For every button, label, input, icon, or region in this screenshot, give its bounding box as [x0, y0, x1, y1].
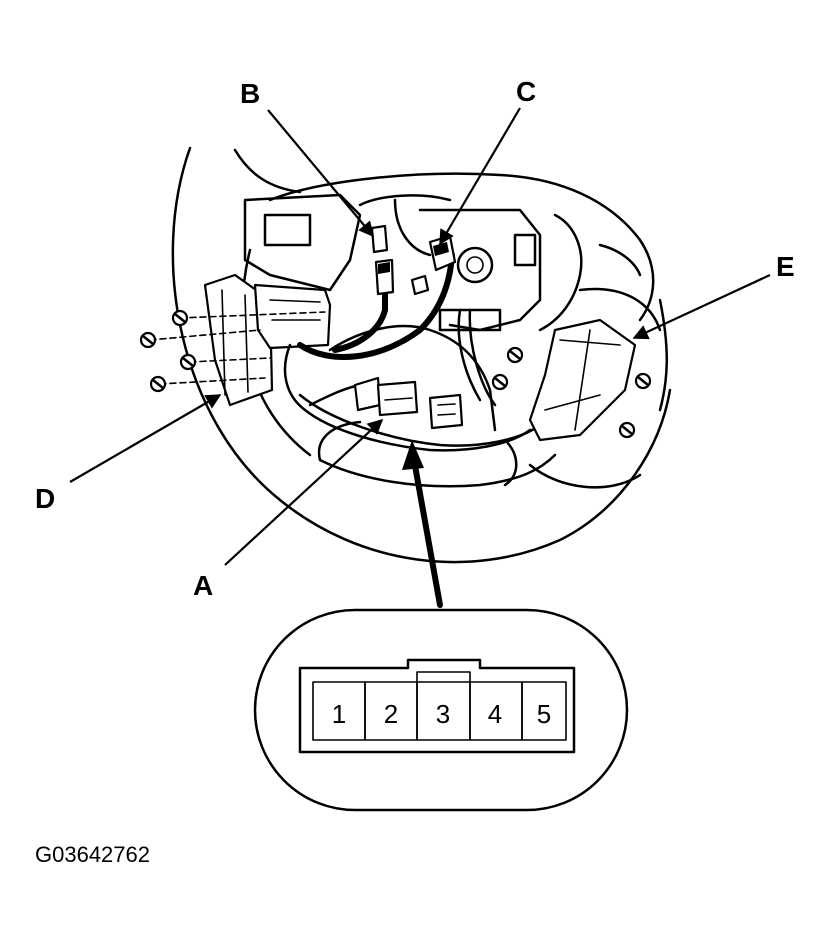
callout-c: C — [516, 76, 536, 107]
connector-a — [353, 376, 419, 417]
screw-icon — [491, 373, 509, 391]
left-switch-assembly — [149, 273, 332, 407]
screw-icon — [618, 421, 636, 439]
callout-b: B — [240, 78, 260, 109]
pin-2-label: 2 — [384, 699, 398, 729]
screw-icon — [506, 346, 524, 364]
leader-lines — [69, 107, 771, 608]
connector-right — [428, 393, 464, 430]
pin-1-label: 1 — [332, 699, 346, 729]
callout-e: E — [776, 251, 795, 282]
pin-4-label: 4 — [488, 699, 502, 729]
right-switch-assembly — [528, 318, 637, 442]
connector-b — [370, 224, 395, 296]
callout-a: A — [193, 570, 213, 601]
screw-icon — [149, 375, 167, 393]
pin-5-label: 5 — [537, 699, 551, 729]
screw-icon — [634, 372, 652, 390]
pin-3-label: 3 — [436, 699, 450, 729]
screw-icon — [171, 309, 189, 327]
figure-code: G03642762 — [35, 842, 150, 867]
steering-hub-housing — [243, 172, 662, 488]
wiring-harness — [283, 252, 532, 452]
connector-face-inset: 1 2 3 4 5 — [253, 608, 629, 812]
screw-icon — [179, 353, 197, 371]
callout-d: D — [35, 483, 55, 514]
steering-wheel-rim — [171, 146, 672, 564]
right-screws — [491, 346, 652, 439]
left-screws — [139, 309, 197, 393]
screw-icon — [139, 331, 157, 349]
